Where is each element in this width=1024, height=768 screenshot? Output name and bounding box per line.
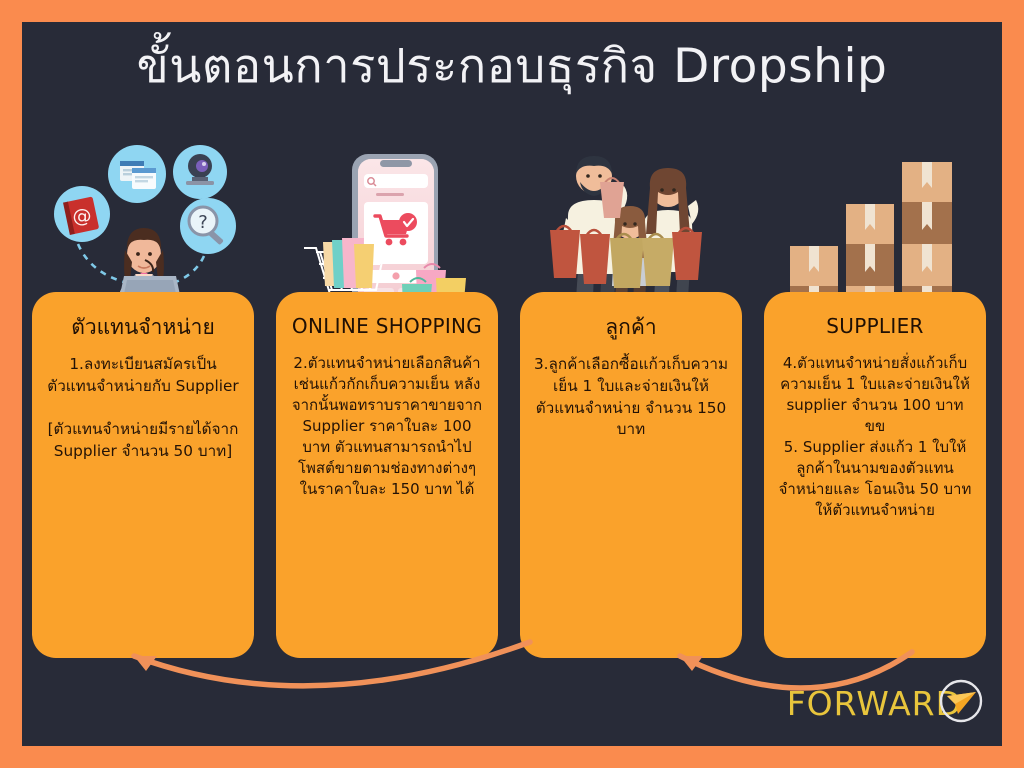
poster-canvas: ขั้นตอนการประกอบธุรกิจ Dropship — [22, 22, 1002, 746]
step-column-4: SUPPLIER 4.ตัวแทนจำหน่ายสั่งแก้วเก็บความ… — [764, 142, 986, 742]
step-card-2-body: 2.ตัวแทนจำหน่ายเลือกสินค้า เช่นแก้วกักเก… — [291, 354, 483, 498]
step-card-4[interactable]: SUPPLIER 4.ตัวแทนจำหน่ายสั่งแก้วเก็บความ… — [764, 292, 986, 658]
step-card-3-heading: ลูกค้า — [605, 315, 657, 339]
step-card-4-heading: SUPPLIER — [826, 314, 924, 338]
step-card-2[interactable]: ONLINE SHOPPING 2.ตัวแทนจำหน่ายเลือกสินค… — [276, 292, 498, 658]
step-card-4-body: 4.ตัวแทนจำหน่ายสั่งแก้วเก็บความเย็น 1 ใบ… — [778, 354, 972, 519]
step-column-2: ONLINE SHOPPING 2.ตัวแทนจำหน่ายเลือกสินค… — [276, 142, 498, 742]
step-card-1-heading: ตัวแทนจำหน่าย — [71, 315, 215, 339]
paper-plane-circle-icon — [938, 678, 984, 728]
svg-text:@: @ — [73, 205, 92, 227]
step-card-3-body: 3.ลูกค้าเลือกซื้อแก้วเก็บความเย็น 1 ใบแล… — [533, 355, 729, 439]
step-card-1[interactable]: ตัวแทนจำหน่าย 1.ลงทะเบียนสมัครเป็นตัวแทน… — [32, 292, 254, 658]
step-column-3: ลูกค้า 3.ลูกค้าเลือกซื้อแก้วเก็บความเย็น… — [520, 142, 742, 742]
step-card-1-body: 1.ลงทะเบียนสมัครเป็นตัวแทนจำหน่ายกับ Sup… — [47, 355, 239, 461]
illustration-smartphone-shopping — [276, 142, 498, 332]
forward-logo: FORWARD — [787, 678, 984, 728]
step-card-2-heading: ONLINE SHOPPING — [291, 314, 483, 338]
svg-text:?: ? — [198, 212, 208, 233]
forward-wordmark: FORWARD — [786, 683, 962, 723]
step-card-3[interactable]: ลูกค้า 3.ลูกค้าเลือกซื้อแก้วเก็บความเย็น… — [520, 292, 742, 658]
page-title: ขั้นตอนการประกอบธุรกิจ Dropship — [136, 39, 888, 94]
step-column-1: @ ? — [32, 142, 254, 742]
